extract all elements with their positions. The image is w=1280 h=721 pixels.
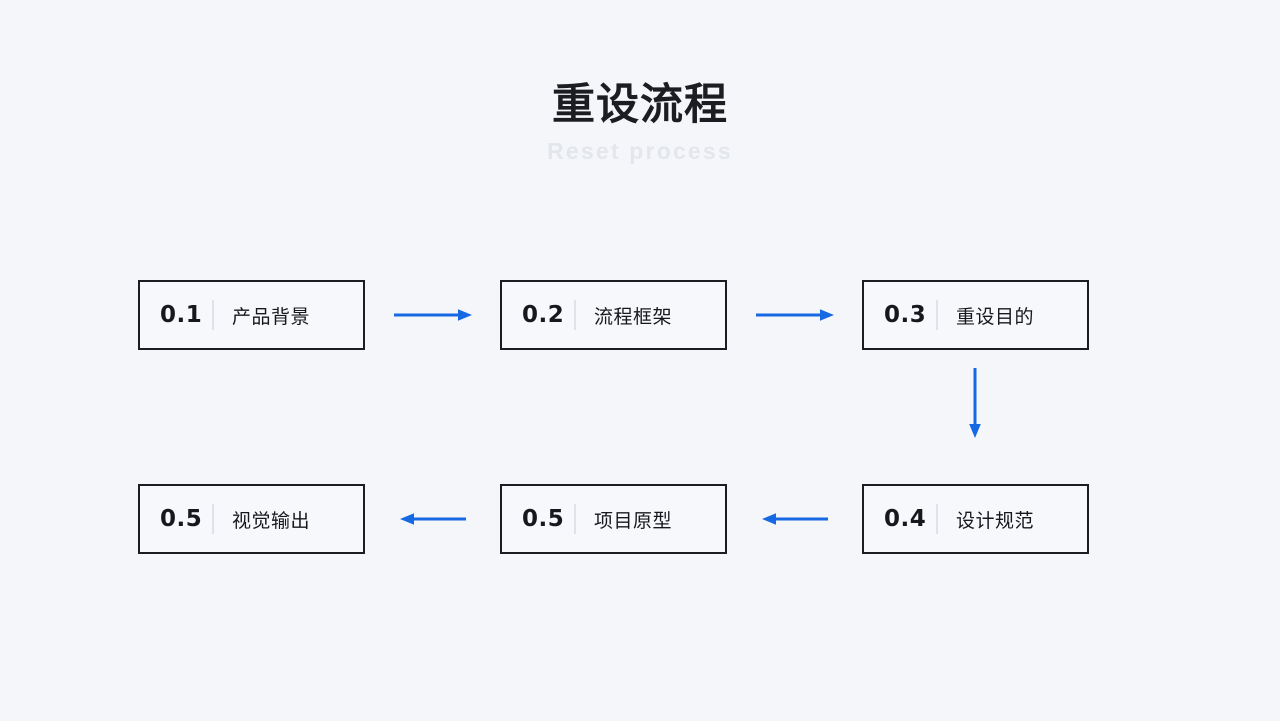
step-box-0-2[interactable]: 0.2 流程框架: [500, 280, 727, 350]
step-divider: [574, 504, 576, 534]
step-label: 产品背景: [232, 305, 311, 328]
step-divider: [936, 504, 938, 534]
connector-arrow-right-2-3: [727, 280, 862, 350]
arrow-down-icon: [967, 368, 983, 438]
step-box-0-3[interactable]: 0.3 重设目的: [862, 280, 1089, 350]
step-number: 0.3: [884, 302, 927, 328]
step-label: 项目原型: [594, 509, 673, 532]
step-box-0-5-visual-output[interactable]: 0.5 视觉输出: [138, 484, 365, 554]
arrow-right-icon: [393, 307, 472, 323]
step-box-0-1[interactable]: 0.1 产品背景: [138, 280, 365, 350]
arrow-right-icon: [755, 307, 834, 323]
step-label: 流程框架: [594, 305, 673, 328]
page-title: 重设流程: [552, 80, 728, 130]
page-subtitle: Reset process: [547, 137, 733, 164]
page-header: 重设流程 Reset process: [0, 80, 1280, 163]
step-divider: [574, 300, 576, 330]
step-label: 重设目的: [956, 305, 1035, 328]
connector-arrow-down-3-4: [959, 368, 991, 438]
step-number: 0.1: [160, 302, 203, 328]
step-number: 0.5: [160, 506, 203, 532]
step-divider: [212, 300, 214, 330]
step-label: 设计规范: [956, 509, 1035, 532]
arrow-left-icon: [399, 511, 466, 527]
step-box-0-4[interactable]: 0.4 设计规范: [862, 484, 1089, 554]
connector-arrow-left-4-5: [365, 484, 500, 554]
step-number: 0.2: [522, 302, 565, 328]
step-box-0-5-prototype[interactable]: 0.5 项目原型: [500, 484, 727, 554]
step-divider: [212, 504, 214, 534]
step-label: 视觉输出: [232, 509, 311, 532]
flow-row-top: 0.1 产品背景 0.2 流程框架 0.3 重设目的: [138, 280, 1089, 350]
connector-arrow-left-5-6: [727, 484, 862, 554]
connector-arrow-right-1-2: [365, 280, 500, 350]
arrow-left-icon: [761, 511, 828, 527]
flow-row-bottom: 0.5 视觉输出 0.5 项目原型 0.4 设计规范: [138, 484, 1089, 554]
step-number: 0.5: [522, 506, 565, 532]
step-divider: [936, 300, 938, 330]
step-number: 0.4: [884, 506, 927, 532]
